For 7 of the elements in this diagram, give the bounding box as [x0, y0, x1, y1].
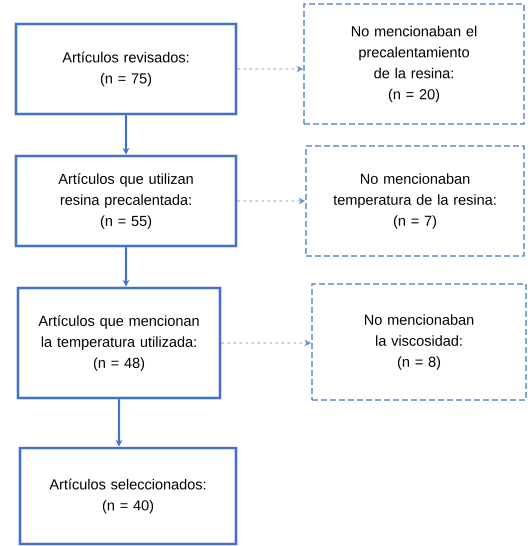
exclusion-box: No mencionaban el precalentamiento de la resina: (n = 20) — [303, 3, 525, 125]
exclusion-box: No mencionaban temperatura de la resina: (n = 7) — [305, 145, 525, 257]
process-box: Artículos que mencionan la temperatura utilizada: (n = 48) — [16, 286, 222, 400]
process-box: Artículos seleccionados: (n = 40) — [18, 446, 238, 546]
process-box: Artículos que utilizan resina precalentada: (n = 55) — [14, 154, 238, 248]
process-box: Artículos revisados: (n = 75) — [14, 22, 238, 116]
exclusion-box: No mencionaban la viscosidad: (n = 8) — [311, 283, 527, 401]
